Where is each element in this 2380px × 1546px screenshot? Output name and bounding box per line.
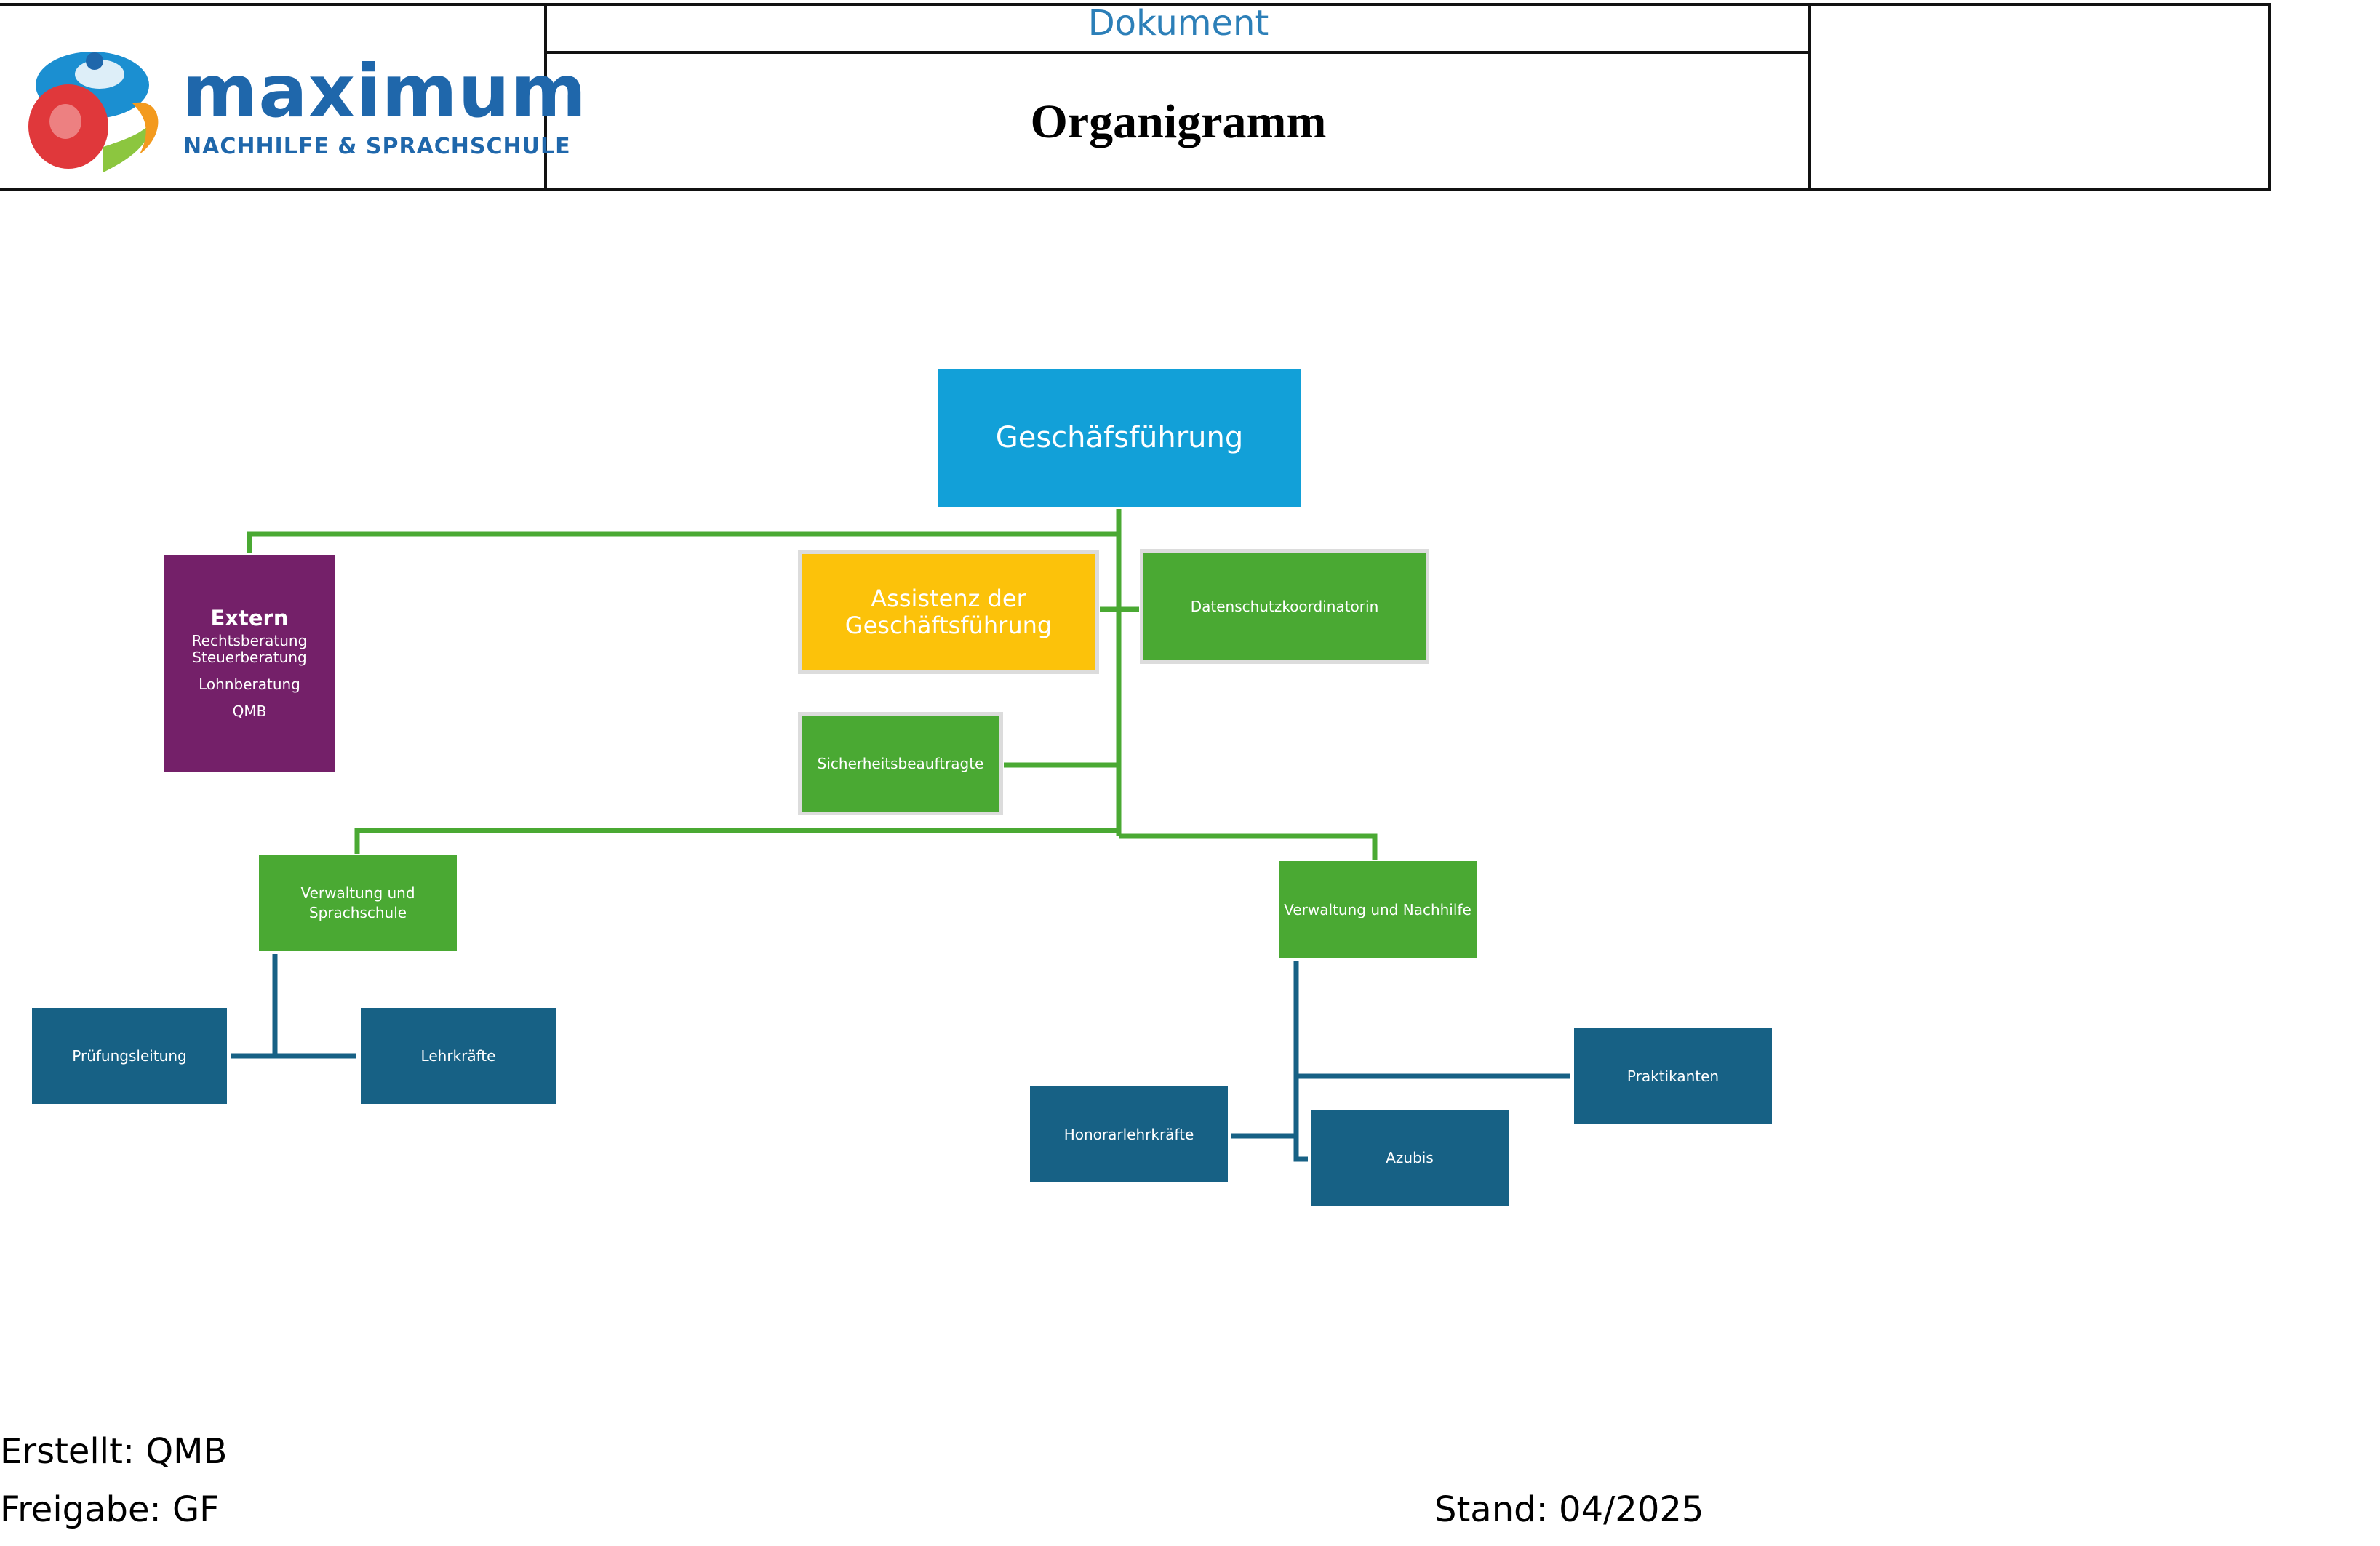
org-node-freelance-teachers: Honorarlehrkräfte: [1030, 1086, 1228, 1182]
node-item: Lohnberatung: [199, 675, 300, 693]
org-node-apprentices: Azubis: [1311, 1110, 1509, 1206]
org-node-assistant: Assistenz der Geschäftsführung: [798, 550, 1099, 674]
document-label: Dokument: [1087, 3, 1269, 44]
connector-line: [247, 531, 1119, 553]
node-label: Assistenz der Geschäftsführung: [844, 585, 1053, 639]
page-title: Organigramm: [1030, 95, 1327, 148]
logo-wordmark: maximum: [182, 49, 588, 134]
node-label: Geschäfsführung: [995, 421, 1244, 454]
node-label: Lehrkräfte: [420, 1047, 496, 1065]
org-node-admin-language-school: Verwaltung und Sprachschule: [259, 855, 457, 951]
connector-line: [1231, 1133, 1308, 1162]
company-logo: maximum NACHHILFE & SPRACHSCHULE: [23, 45, 586, 183]
document-header: [0, 3, 2271, 191]
header-divider: [544, 51, 1811, 54]
footer-date: Stand: 04/2025: [1434, 1489, 1704, 1530]
connector-line: [1119, 833, 1378, 860]
node-label: Verwaltung und Sprachschule: [300, 884, 415, 921]
node-label: Prüfungsleitung: [72, 1047, 187, 1065]
org-node-external: Extern Rechtsberatung Steuerberatung Loh…: [164, 555, 335, 772]
node-label: Sicherheitsbeauftragte: [817, 755, 984, 772]
connector-line: [354, 828, 1119, 854]
node-label: Verwaltung und Nachhilfe: [1284, 901, 1471, 918]
node-item: Steuerberatung: [192, 648, 307, 666]
node-label: Praktikanten: [1626, 1068, 1720, 1085]
org-node-management: Geschäfsführung: [938, 369, 1301, 507]
node-label: Datenschutzkoordinatorin: [1190, 598, 1379, 615]
footer-approved-by: Freigabe: GF: [0, 1489, 220, 1530]
node-label: Honorarlehrkräfte: [1063, 1126, 1194, 1143]
org-node-interns: Praktikanten: [1574, 1028, 1772, 1124]
header-divider: [1808, 6, 1811, 188]
org-node-admin-tutoring: Verwaltung und Nachhilfe: [1279, 861, 1477, 958]
org-node-exam-management: Prüfungsleitung: [32, 1008, 227, 1104]
node-label: Azubis: [1386, 1149, 1434, 1166]
footer-created-by: Erstellt: QMB: [0, 1431, 228, 1472]
logo-mark-icon: [28, 52, 159, 172]
node-item: QMB: [232, 702, 267, 720]
logo-tagline: NACHHILFE & SPRACHSCHULE: [183, 134, 571, 159]
node-title: Extern: [210, 606, 289, 631]
org-node-data-protection: Datenschutzkoordinatorin: [1140, 549, 1429, 664]
org-node-teachers: Lehrkräfte: [361, 1008, 556, 1104]
org-node-safety-officer: Sicherheitsbeauftragte: [798, 712, 1003, 815]
node-item: Rechtsberatung: [191, 631, 308, 649]
header-divider: [544, 6, 547, 188]
header-divider: [2268, 6, 2271, 188]
